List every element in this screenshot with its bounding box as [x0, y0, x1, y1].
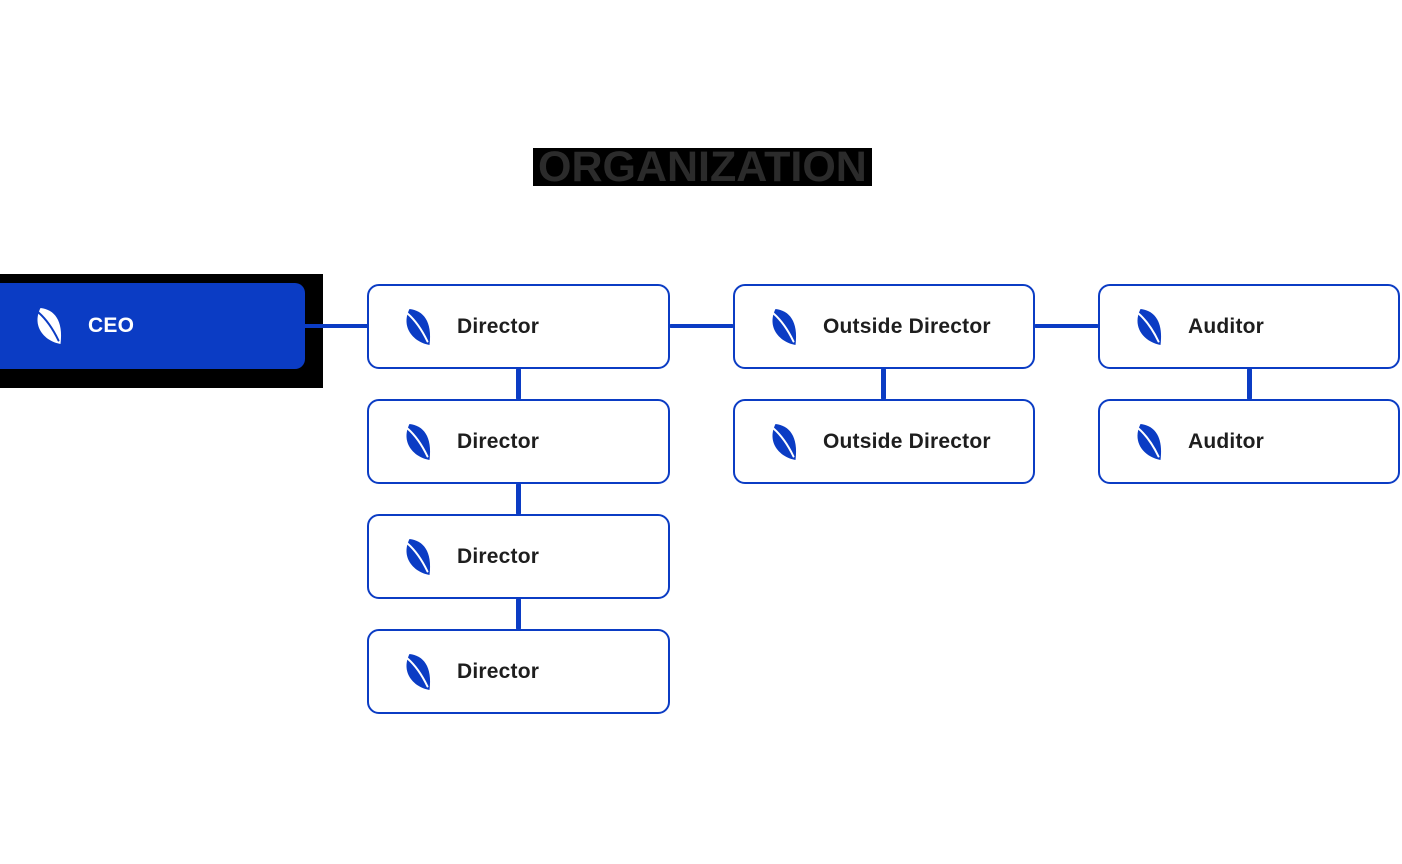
- leaf-icon: [37, 308, 62, 344]
- leaf-icon: [406, 538, 431, 575]
- org-node-outside-director-1: Outside Director: [733, 284, 1035, 369]
- org-node-director-3: Director: [367, 514, 670, 599]
- org-node-ceo: CEO: [0, 283, 305, 369]
- leaf-icon: [406, 423, 431, 460]
- connector-outside-director-auditor: [1034, 324, 1099, 328]
- org-node-label: Auditor: [1188, 314, 1265, 338]
- connector-director-3-4: [516, 598, 521, 630]
- connector-ceo-director: [303, 324, 369, 328]
- org-node-director-1: Director: [367, 284, 670, 369]
- leaf-icon: [1137, 308, 1162, 345]
- leaf-icon: [406, 653, 431, 690]
- leaf-icon: [1137, 423, 1162, 460]
- org-node-label: CEO: [88, 314, 135, 337]
- leaf-icon: [406, 308, 431, 345]
- org-node-label: Auditor: [1188, 429, 1265, 453]
- leaf-icon: [772, 308, 797, 345]
- connector-outside-director-1-2: [881, 368, 886, 400]
- org-node-label: Outside Director: [823, 314, 991, 338]
- org-node-outside-director-2: Outside Director: [733, 399, 1035, 484]
- connector-director-outside-director: [669, 324, 734, 328]
- org-node-director-2: Director: [367, 399, 670, 484]
- connector-director-1-2: [516, 368, 521, 400]
- org-node-label: Director: [457, 659, 540, 683]
- leaf-icon: [772, 423, 797, 460]
- connector-director-2-3: [516, 483, 521, 515]
- org-node-label: Director: [457, 314, 540, 338]
- org-node-director-4: Director: [367, 629, 670, 714]
- org-node-auditor-1: Auditor: [1098, 284, 1400, 369]
- org-node-label: Outside Director: [823, 429, 991, 453]
- connector-auditor-1-2: [1247, 368, 1252, 400]
- page-title: ORGANIZATION: [533, 146, 872, 189]
- org-node-label: Director: [457, 544, 540, 568]
- org-node-auditor-2: Auditor: [1098, 399, 1400, 484]
- org-node-label: Director: [457, 429, 540, 453]
